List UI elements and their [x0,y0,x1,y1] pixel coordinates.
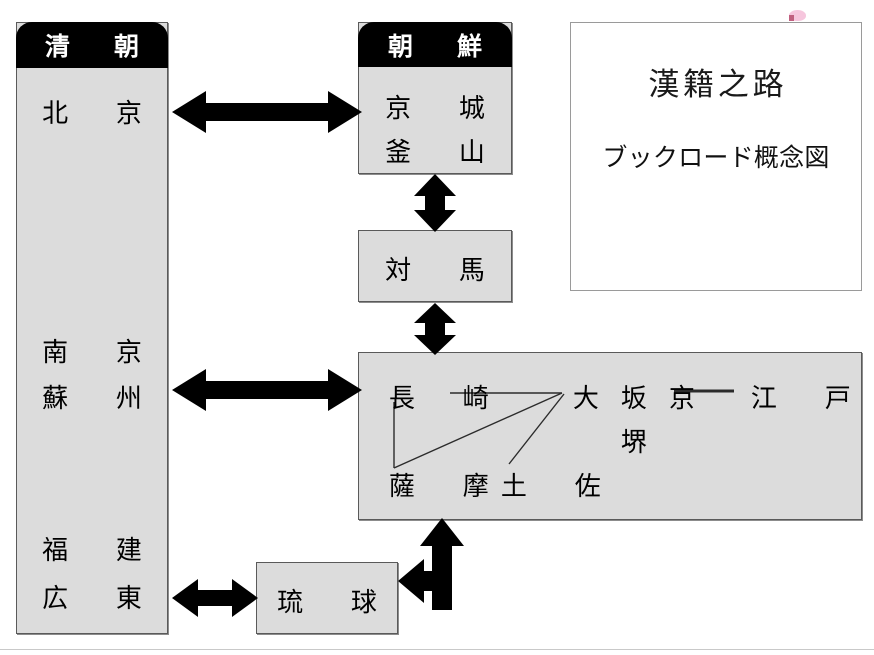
pink-blob-artifact [789,10,806,21]
qing-dynasty-header: 清 朝 [16,22,168,68]
arrow-qing-japan [172,369,362,411]
tsushima-box [358,230,512,302]
qing-city-suzhou: 蘇 州 [42,384,153,414]
korea-city-seoul: 京 城 [385,94,496,124]
qing-region-fujian: 福 建 [42,536,153,566]
title-card: 漢籍之路 ブックロード概念図 [570,22,862,291]
japan-city-tosa: 土 佐 [500,472,612,502]
japan-city-nagasaki: 長 崎 [388,384,500,414]
ryukyu-label: 琉 球 [277,588,388,618]
japan-box [358,352,862,520]
title-main-text: 漢籍之路 [648,67,788,103]
korea-city-busan: 釜 山 [385,138,496,168]
arrow-qing-korea [172,91,362,133]
qing-city-nanjing: 南 京 [42,338,153,368]
tsushima-label: 対 馬 [385,256,496,286]
japan-city-osaka: 大 [572,384,599,414]
qing-city-beijing: 北 京 [42,99,153,129]
japan-city-osaka-second-char: 坂 [620,384,647,414]
korea-header: 朝 鮮 [358,22,512,67]
japan-city-satsuma: 薩 摩 [388,472,500,502]
bottom-rule [0,649,874,650]
qing-dynasty-box [16,22,168,634]
japan-city-sakai: 堺 [620,428,647,458]
japan-city-edo: 江 戸 [750,384,862,414]
japan-route-lines [393,389,734,469]
arrow-ryukyu-japan-elbow [398,518,464,610]
japan-city-kyoto: 京 [668,384,695,414]
arrow-tsushima-japan [414,303,456,355]
title-sub-text: ブックロード概念図 [602,143,830,172]
qing-region-guangdong: 広 東 [42,584,153,614]
arrow-korea-tsushima [414,174,456,232]
arrow-qing-ryukyu [172,579,258,617]
ryukyu-box [256,562,398,634]
